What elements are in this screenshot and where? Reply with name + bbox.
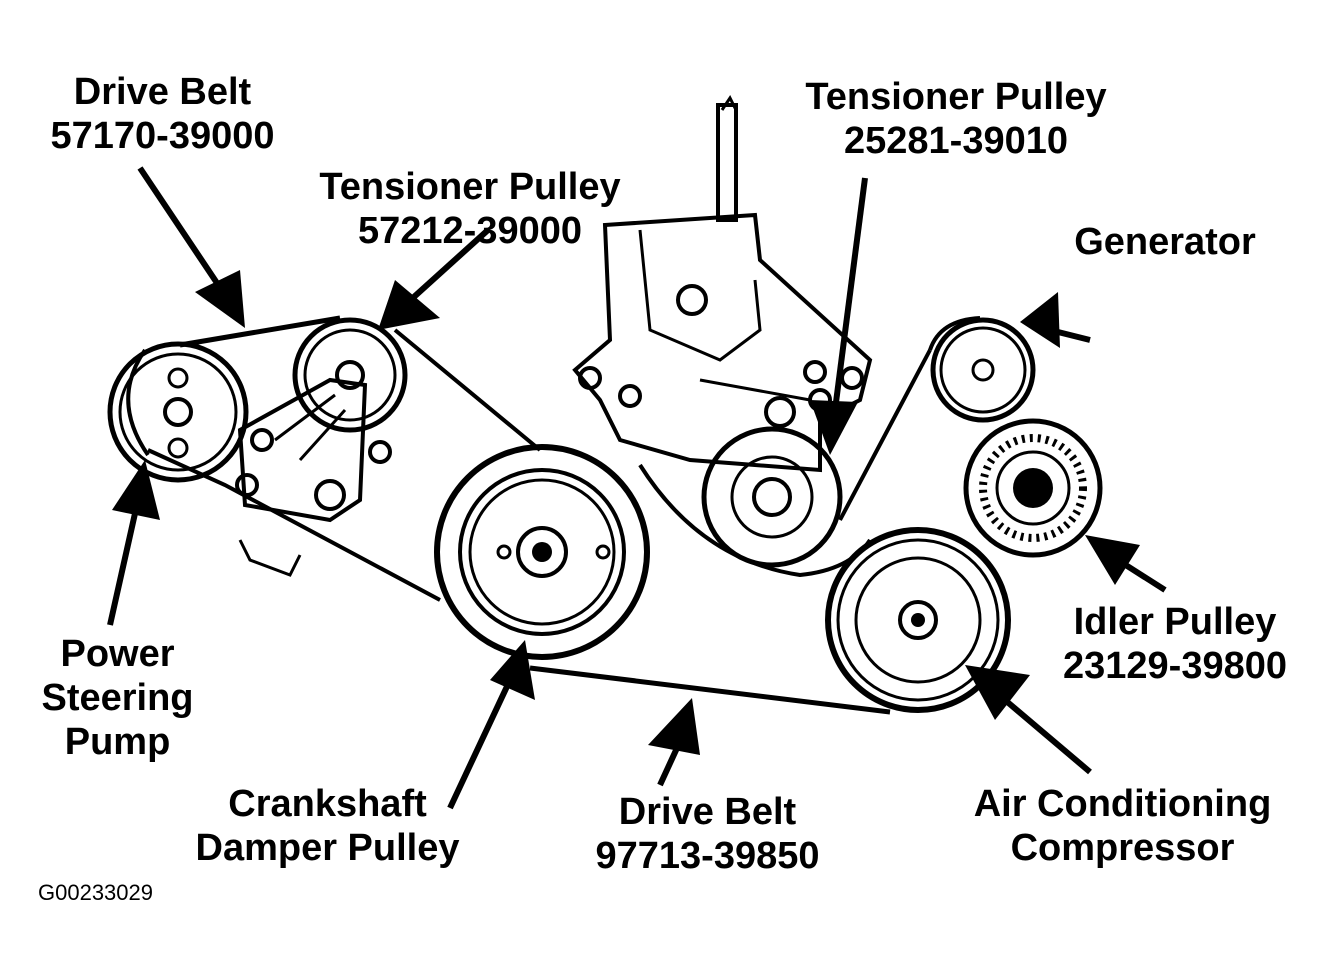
label-line: Drive Belt — [618, 791, 797, 833]
arrow-generator — [1020, 292, 1091, 348]
label-tensioner-left: Tensioner Pulley 57212-39000 — [300, 165, 640, 253]
label-crankshaft-pulley: Crankshaft Damper Pulley — [180, 782, 475, 870]
label-line: 23129-39800 — [1063, 645, 1287, 687]
label-drive-belt-lower: Drive Belt 97713-39850 — [575, 790, 840, 878]
label-line: Steering — [41, 677, 194, 719]
ac-compressor-pulley — [825, 527, 1011, 713]
power-steering-pulley — [107, 341, 249, 483]
engine-bracket — [572, 95, 873, 473]
left-tensioner-assembly — [235, 317, 408, 577]
arrow-crankshaft — [447, 640, 535, 810]
drive-belt-lower — [529, 316, 981, 715]
arrow-tensioner-left — [378, 227, 491, 330]
label-tensioner-right: Tensioner Pulley 25281-39010 — [786, 75, 1126, 163]
label-line: Drive Belt — [73, 71, 252, 113]
label-ac-compressor: Air Conditioning Compressor — [955, 782, 1290, 870]
label-line: 57212-39000 — [358, 210, 582, 252]
label-line: Tensioner Pulley — [805, 76, 1107, 118]
label-line: Generator — [1074, 221, 1256, 263]
arrow-tensioner-right — [810, 177, 868, 455]
idler-pulley-wheel — [963, 418, 1103, 558]
label-line: 25281-39010 — [844, 120, 1068, 162]
label-line: Crankshaft — [228, 783, 427, 825]
arrow-ac-compressor — [965, 665, 1092, 775]
arrow-drive-belt-lower — [648, 698, 700, 787]
crankshaft-damper-pulley — [434, 444, 650, 660]
label-idler-pulley: Idler Pulley 23129-39800 — [1045, 600, 1305, 688]
drive-belt-upper — [126, 315, 542, 602]
label-power-steering-pump: Power Steering Pump — [20, 632, 215, 764]
label-line: Compressor — [1010, 827, 1235, 869]
label-line: 97713-39850 — [595, 835, 820, 877]
figure-id: G00233029 — [38, 880, 153, 905]
label-line: Air Conditioning — [973, 783, 1272, 825]
label-generator: Generator — [1060, 220, 1270, 264]
arrow-idler-pulley — [1085, 535, 1167, 593]
label-drive-belt-upper: Drive Belt 57170-39000 — [30, 70, 295, 158]
label-line: Damper Pulley — [195, 827, 460, 869]
label-line: 57170-39000 — [50, 115, 275, 157]
arrow-drive-belt-upper — [137, 166, 245, 328]
right-tensioner-pulley — [701, 426, 843, 568]
label-line: Idler Pulley — [1073, 601, 1277, 643]
label-line: Tensioner Pulley — [319, 166, 621, 208]
label-line: Power — [60, 633, 175, 675]
label-line: Pump — [64, 721, 171, 763]
arrow-power-steering — [107, 460, 160, 626]
generator-pulley — [930, 317, 1036, 423]
